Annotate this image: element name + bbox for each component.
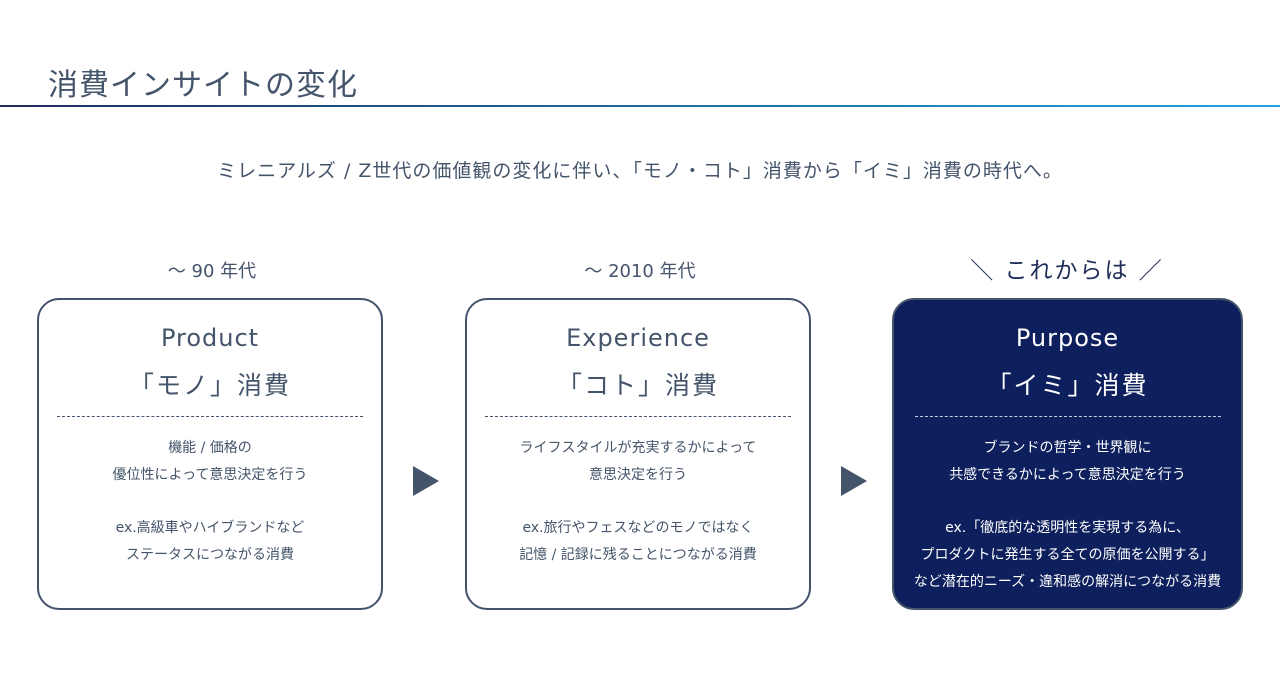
era-label-2010s: 〜 2010 年代 bbox=[584, 261, 696, 282]
card-product: Product 「モノ」消費 機能 / 価格の 優位性によって意思決定を行う e… bbox=[37, 298, 383, 610]
card-line: 意思決定を行う bbox=[589, 467, 687, 483]
era-label-90s: 〜 90 年代 bbox=[167, 261, 257, 282]
card-example: 記憶 / 記録に残ることにつながる消費 bbox=[519, 547, 757, 563]
subtitle: ミレニアルズ / Z世代の価値観の変化に伴い、「モノ・コト」消費から「イミ」消費… bbox=[217, 160, 1063, 182]
card-heading-jp: 「イミ」消費 bbox=[986, 371, 1149, 400]
card-example: ex.旅行やフェスなどのモノではなく bbox=[522, 520, 754, 536]
card-line: 優位性によって意思決定を行う bbox=[112, 467, 308, 483]
card-example: など潜在的ニーズ・違和感の解消につながる消費 bbox=[913, 574, 1222, 590]
dashed-divider bbox=[485, 416, 791, 417]
card-experience: Experience 「コト」消費 ライフスタイルが充実するかによって 意思決定… bbox=[465, 298, 811, 610]
card-purpose: Purpose 「イミ」消費 ブランドの哲学・世界観に 共感できるかによって意思… bbox=[892, 298, 1243, 610]
card-example: ex.高級車やハイブランドなど bbox=[115, 520, 305, 536]
card-heading-en: Experience bbox=[566, 324, 710, 352]
title-divider bbox=[0, 105, 1280, 107]
card-heading-en: Product bbox=[160, 324, 260, 352]
arrow-right-icon bbox=[841, 466, 867, 496]
card-heading-jp: 「モノ」消費 bbox=[128, 371, 291, 400]
page-title: 消費インサイトの変化 bbox=[48, 68, 358, 103]
card-line: 共感できるかによって意思決定を行う bbox=[949, 467, 1186, 483]
card-heading-jp: 「コト」消費 bbox=[556, 371, 719, 400]
card-line: ライフスタイルが充実するかによって bbox=[519, 440, 757, 456]
dashed-divider bbox=[57, 416, 363, 417]
arrow-right-icon bbox=[413, 466, 439, 496]
card-example: プロダクトに発生する全ての原価を公開する」 bbox=[920, 547, 1215, 563]
card-line: ブランドの哲学・世界観に bbox=[983, 440, 1152, 456]
card-example: ステータスにつながる消費 bbox=[126, 547, 294, 563]
era-label-future: ＼ これからは ／ bbox=[970, 258, 1164, 284]
card-line: 機能 / 価格の bbox=[168, 440, 252, 456]
card-example: ex.「徹底的な透明性を実現する為に、 bbox=[945, 520, 1190, 536]
card-heading-en: Purpose bbox=[1015, 324, 1120, 352]
dashed-divider bbox=[914, 416, 1221, 417]
